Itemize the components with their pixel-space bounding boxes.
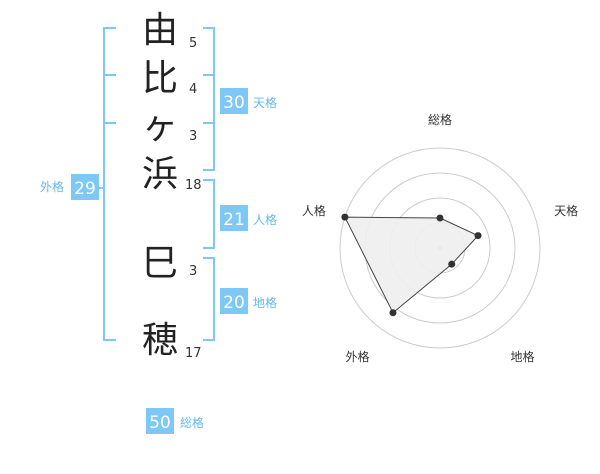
radar-axis-label: 地格	[511, 349, 535, 364]
tenkaku-box	[220, 88, 248, 114]
jinkaku-label: 人格	[253, 212, 277, 227]
soukaku-box	[146, 408, 174, 434]
name-char: 穂	[142, 320, 178, 361]
name-char: ヶ	[142, 106, 178, 147]
stroke-count: 3	[189, 264, 197, 279]
tenkaku-label: 天格	[253, 95, 277, 110]
stroke-count: 4	[189, 82, 197, 97]
name-char: 由	[142, 10, 178, 51]
name-characters: 由 比 ヶ 浜 巳 穂	[142, 10, 178, 361]
stroke-count: 17	[185, 346, 202, 361]
radar-point	[389, 309, 397, 317]
radar-axis-label: 外格	[345, 349, 369, 364]
brackets	[99, 27, 215, 341]
soukaku-label: 総格	[180, 415, 204, 430]
radar-point	[448, 260, 456, 268]
stroke-counts: 5 4 3 18 3 17	[185, 36, 202, 361]
gaikaku-box	[71, 174, 99, 200]
jinkaku-bracket	[203, 179, 215, 249]
chikaku-bracket	[203, 257, 215, 341]
tenkaku-value: 30	[223, 93, 245, 113]
radar-point	[474, 232, 482, 240]
name-char: 巳	[142, 243, 178, 284]
jinkaku-value: 21	[223, 210, 245, 230]
kaku-labels: 30 天格 21 人格 20 地格 外格 29 50 総格	[40, 88, 277, 434]
stroke-count: 18	[185, 178, 202, 193]
stroke-count: 3	[189, 129, 197, 144]
radar-point	[436, 214, 444, 222]
gaikaku-value: 29	[74, 179, 96, 199]
name-char: 比	[142, 58, 178, 99]
radar-point	[341, 213, 349, 221]
soukaku-value: 50	[149, 413, 171, 433]
name-char: 浜	[142, 154, 178, 195]
gaikaku-bracket	[103, 27, 116, 341]
chikaku-label: 地格	[253, 295, 277, 310]
chikaku-box	[220, 288, 248, 314]
radar-area	[344, 216, 479, 314]
stroke-count: 5	[189, 36, 197, 51]
gaikaku-label: 外格	[40, 179, 64, 194]
radar-axis-label: 天格	[554, 203, 578, 218]
radar-axis-label: 人格	[302, 203, 326, 218]
radar-ring	[339, 147, 541, 349]
chikaku-value: 20	[223, 293, 245, 313]
tenkaku-bracket	[203, 27, 215, 171]
radar-axis-label: 総格	[428, 112, 452, 127]
jinkaku-box	[220, 205, 248, 231]
